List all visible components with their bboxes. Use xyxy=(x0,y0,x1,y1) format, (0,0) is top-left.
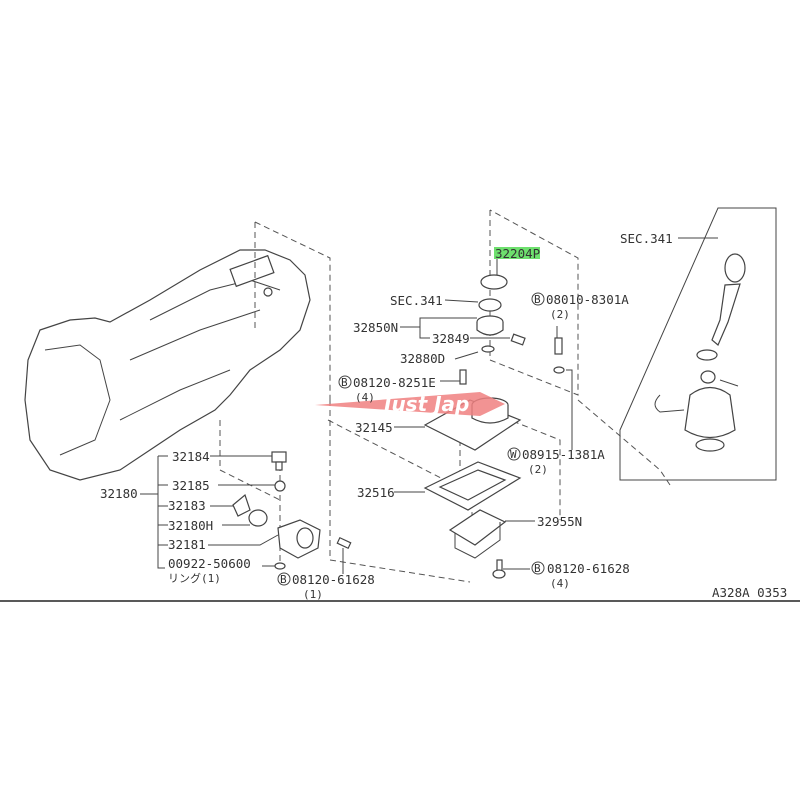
bolt-marker-icon xyxy=(338,375,352,389)
part-label-32849[interactable]: 32849 xyxy=(432,331,470,346)
part-qty: (4) xyxy=(355,391,375,404)
part-label-08120-61628-lever[interactable]: 08120-61628 xyxy=(292,572,375,587)
leader-lines xyxy=(140,237,718,574)
diagram-code: A328A 0353 xyxy=(712,585,787,600)
washer-marker-letter: W xyxy=(510,448,517,461)
part-label-32185[interactable]: 32185 xyxy=(172,478,210,493)
part-label-08120-8251E[interactable]: 08120-8251E xyxy=(353,375,436,390)
part-label-32180[interactable]: 32180 xyxy=(100,486,138,501)
bolt-marker-icon xyxy=(277,572,291,586)
part-qty: (2) xyxy=(528,463,548,476)
part-label-32145[interactable]: 32145 xyxy=(355,420,393,435)
part-label-08120-61628-cover[interactable]: 08120-61628 xyxy=(547,561,630,576)
part-label-32204P[interactable]: 32204P xyxy=(495,246,540,261)
part-qty: (4) xyxy=(550,577,570,590)
shift-cover-parts-drawing xyxy=(423,274,565,579)
shift-lever-drawing xyxy=(654,253,746,452)
watermark-text: Just Jap xyxy=(380,392,469,416)
part-label-08010-8301A[interactable]: 08010-8301A xyxy=(546,292,629,307)
part-label-32880D[interactable]: 32880D xyxy=(400,351,445,366)
transmission-case-drawing xyxy=(24,249,311,481)
part-label-32955N[interactable]: 32955N xyxy=(537,514,582,529)
part-label-32516[interactable]: 32516 xyxy=(357,485,395,500)
watermark-logo: Just Jap xyxy=(315,392,505,416)
highlight-32204P xyxy=(494,247,540,259)
part-label-sec341[interactable]: SEC.341 xyxy=(390,293,443,308)
part-label-32183[interactable]: 32183 xyxy=(168,498,206,513)
shift-lever-sub-parts-drawing xyxy=(232,451,352,570)
part-label-32181[interactable]: 32181 xyxy=(168,537,206,552)
part-label-sec341-right[interactable]: SEC.341 xyxy=(620,231,673,246)
bolt-marker-letter: B xyxy=(280,573,287,586)
part-qty: (1) xyxy=(303,588,323,601)
bolt-marker-letter: B xyxy=(534,562,541,575)
part-qty: (2) xyxy=(550,308,570,321)
part-label-32850N[interactable]: 32850N xyxy=(353,320,398,335)
part-label-08915-1381A[interactable]: 08915-1381A xyxy=(522,447,605,462)
part-label-32184[interactable]: 32184 xyxy=(172,449,210,464)
washer-marker-icon xyxy=(507,447,521,461)
bolt-marker-icon xyxy=(531,561,545,575)
bolt-marker-letter: B xyxy=(341,376,348,389)
bolt-marker-icon xyxy=(531,292,545,306)
part-label-32180H[interactable]: 32180H xyxy=(168,518,213,533)
bolt-marker-letter: B xyxy=(534,293,541,306)
part-note: リング(1) xyxy=(168,571,221,585)
part-label-00922-50600[interactable]: 00922-50600 xyxy=(168,556,251,571)
